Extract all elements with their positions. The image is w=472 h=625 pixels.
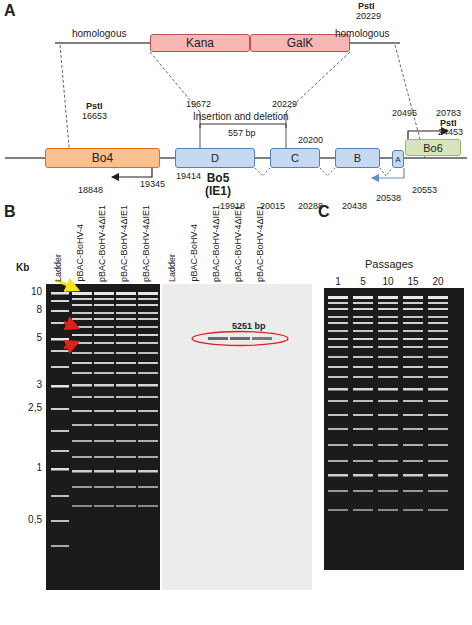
figure-label: pBAC-BoHV-4ΔIE1 — [234, 205, 244, 282]
figure-label: Ladder — [54, 254, 64, 282]
gene-name: D — [211, 152, 219, 164]
gel-image — [46, 284, 160, 590]
gene-box: D — [175, 148, 255, 168]
band-arrow — [64, 322, 78, 328]
figure-label: Ladder — [168, 254, 178, 282]
figure-label: 5 — [36, 332, 42, 343]
gel-lane — [72, 292, 92, 507]
figure-label: homologous — [335, 28, 389, 39]
figure-label: 3 — [36, 379, 42, 390]
figure-label: 0,5 — [28, 514, 42, 525]
gene-box: Bo4 — [45, 148, 160, 168]
splice-connector — [320, 168, 335, 176]
figure-label: 557 bp — [228, 129, 256, 139]
gene-box: Bo6 — [405, 139, 461, 156]
figure-label: 1 — [36, 462, 42, 473]
gel-image — [324, 288, 464, 570]
gel-lane — [328, 296, 348, 511]
figure-label: 8 — [36, 304, 42, 315]
figure-label: homologous — [72, 28, 126, 39]
ladder-lane — [51, 292, 69, 547]
figure-label: pBAC-BoHV-4 — [76, 224, 86, 282]
figure-label: Insertion and deletion — [193, 111, 289, 122]
southern-blot — [162, 284, 312, 590]
figure-label: pBAC-BoHV-4 — [190, 224, 200, 282]
gel-lane — [353, 296, 373, 511]
figure-label: pBAC-BoHV-4ΔIE1 — [98, 205, 108, 282]
figure-label: 19414 — [176, 172, 201, 182]
highlight-ellipse — [192, 332, 288, 346]
blot-band — [208, 337, 228, 340]
gene-box: Kana — [150, 34, 250, 52]
figure-label: 1 — [323, 276, 353, 287]
gene-box: B — [335, 148, 380, 168]
figure-label: 15 — [398, 276, 428, 287]
gel-lane — [378, 296, 398, 511]
figure-label: 24453 — [438, 128, 463, 138]
gene-box: C — [270, 148, 320, 168]
figure-label: 20229 — [272, 100, 297, 110]
figure-label: pBAC-BoHV-4ΔIE1 — [212, 205, 222, 282]
gel-lane — [116, 292, 136, 507]
gene-name: C — [291, 152, 299, 164]
blot-band — [252, 337, 272, 340]
gene-name: A — [395, 155, 400, 164]
gene-name: Bo6 — [423, 142, 443, 154]
figure-label: 20783 — [436, 109, 461, 119]
gel-lane — [138, 292, 158, 507]
blot-band — [230, 337, 250, 340]
figure-label: A — [4, 2, 16, 20]
figure-label: Passages — [365, 258, 413, 270]
gene-name: Bo4 — [92, 151, 113, 165]
figure-label: 20 — [423, 276, 453, 287]
figure-label: 18848 — [78, 186, 103, 196]
gel-lane — [94, 292, 114, 507]
figure-label: 5 — [348, 276, 378, 287]
gel-lane — [428, 296, 448, 511]
gene-box: A — [392, 150, 404, 168]
gel-lane — [403, 296, 423, 511]
figure-label: 20553 — [412, 186, 437, 196]
figure-label: 19672 — [186, 100, 211, 110]
figure-label: pBAC-BoHV-4ΔIE1 — [142, 205, 152, 282]
figure-label: pBAC-BoHV-4ΔIE1 — [120, 205, 130, 282]
figure-label: 20229 — [356, 12, 381, 22]
bracket — [200, 124, 286, 128]
figure-label: 16653 — [82, 112, 107, 122]
recombination-line — [60, 45, 70, 158]
figure-label: 10 — [31, 286, 42, 297]
figure-label: PstI — [86, 102, 103, 112]
figure-label: 10 — [373, 276, 403, 287]
orientation-arrow — [372, 168, 404, 178]
figure-label: 20200 — [298, 136, 323, 146]
figure-label: 20438 — [342, 202, 367, 212]
figure-label: 5251 bp — [232, 322, 266, 332]
figure-label: C — [318, 203, 330, 221]
figure-label: 20538 — [376, 194, 401, 204]
band-arrow — [64, 342, 78, 348]
gene-name: Kana — [186, 36, 214, 50]
gene-name: GalK — [287, 36, 314, 50]
splice-connector — [255, 168, 270, 176]
splice-connector — [380, 168, 392, 176]
orientation-arrow — [112, 168, 152, 177]
figure-label: pBAC-BoHV-4ΔIE1 — [256, 205, 266, 282]
gene-name: B — [354, 152, 361, 164]
figure-label: Kb — [16, 262, 29, 273]
figure-label: 19345 — [140, 180, 165, 190]
figure-label: B — [4, 203, 16, 221]
figure-label: PstI — [358, 2, 375, 12]
figure-label: Bo5 (IE1) — [196, 172, 240, 198]
figure-label: 20495 — [392, 109, 417, 119]
figure-label: 2,5 — [28, 402, 42, 413]
